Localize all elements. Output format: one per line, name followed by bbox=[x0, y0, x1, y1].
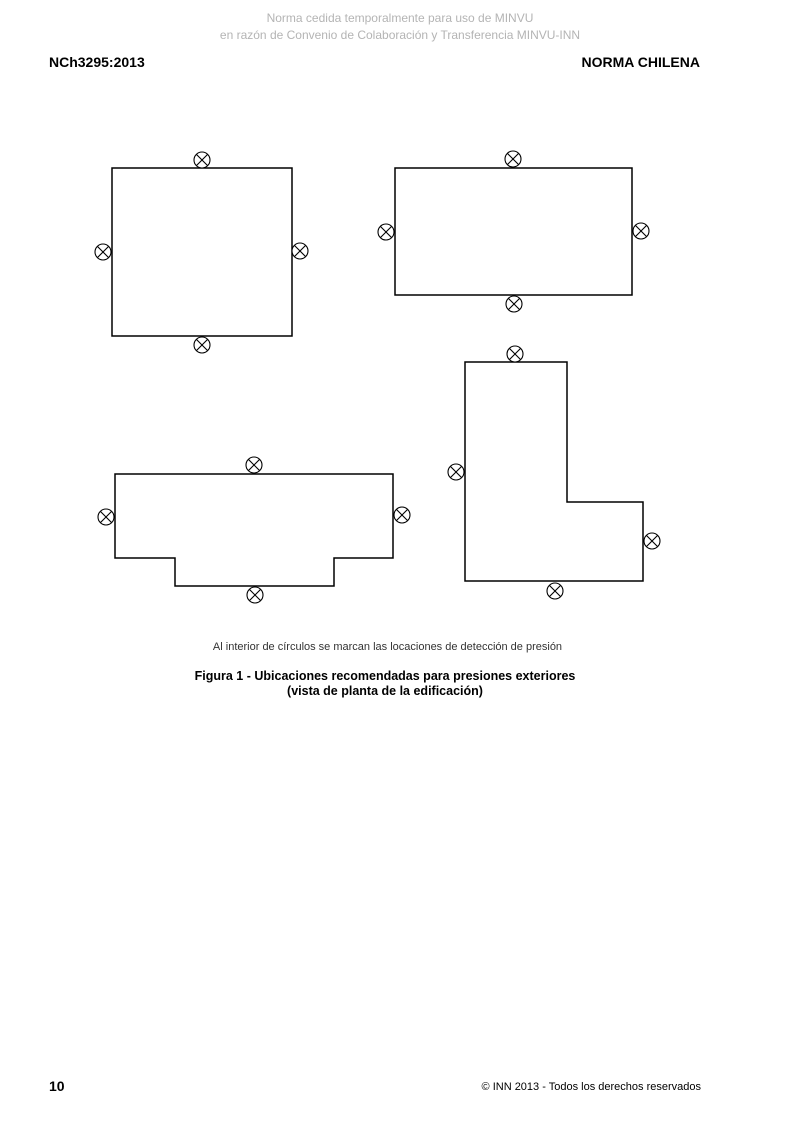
pressure-sensor-icon bbox=[632, 222, 650, 240]
figure-note: Al interior de círculos se marcan las lo… bbox=[212, 641, 563, 653]
watermark-line-2: en razón de Convenio de Colaboración y T… bbox=[219, 28, 581, 42]
plan-square bbox=[94, 151, 309, 354]
pressure-sensor-icon bbox=[504, 150, 522, 168]
pressure-sensor-icon bbox=[643, 532, 661, 550]
pressure-sensor-icon bbox=[193, 336, 211, 354]
pressure-sensor-icon bbox=[291, 242, 309, 260]
pressure-sensor-icon bbox=[97, 508, 115, 526]
pressure-sensor-icon bbox=[546, 582, 564, 600]
document-series-title: NORMA CHILENA bbox=[581, 54, 700, 70]
pressure-sensor-icon bbox=[393, 506, 411, 524]
plan-stepped bbox=[97, 456, 411, 604]
document-code: NCh3295:2013 bbox=[49, 54, 145, 70]
pressure-sensor-icon bbox=[94, 243, 112, 261]
watermark-line-1: Norma cedida temporalmente para uso de M… bbox=[266, 11, 534, 25]
pressure-sensor-icon bbox=[447, 463, 465, 481]
pressure-sensor-icon bbox=[193, 151, 211, 169]
figure-caption-subtitle: (vista de planta de la edificación) bbox=[287, 684, 483, 698]
page-number: 10 bbox=[49, 1078, 65, 1094]
pressure-sensor-icon bbox=[377, 223, 395, 241]
figure-caption: Figura 1 - Ubicaciones recomendadas para… bbox=[194, 669, 576, 683]
figure-1-floor-plans bbox=[94, 150, 661, 604]
plan-rectangle bbox=[377, 150, 650, 313]
pressure-sensor-icon bbox=[505, 295, 523, 313]
pressure-sensor-icon bbox=[245, 456, 263, 474]
pressure-sensor-icon bbox=[506, 345, 524, 363]
plan-l-shape bbox=[447, 345, 661, 600]
copyright-notice: © INN 2013 - Todos los derechos reservad… bbox=[481, 1081, 701, 1093]
pressure-sensor-icon bbox=[246, 586, 264, 604]
